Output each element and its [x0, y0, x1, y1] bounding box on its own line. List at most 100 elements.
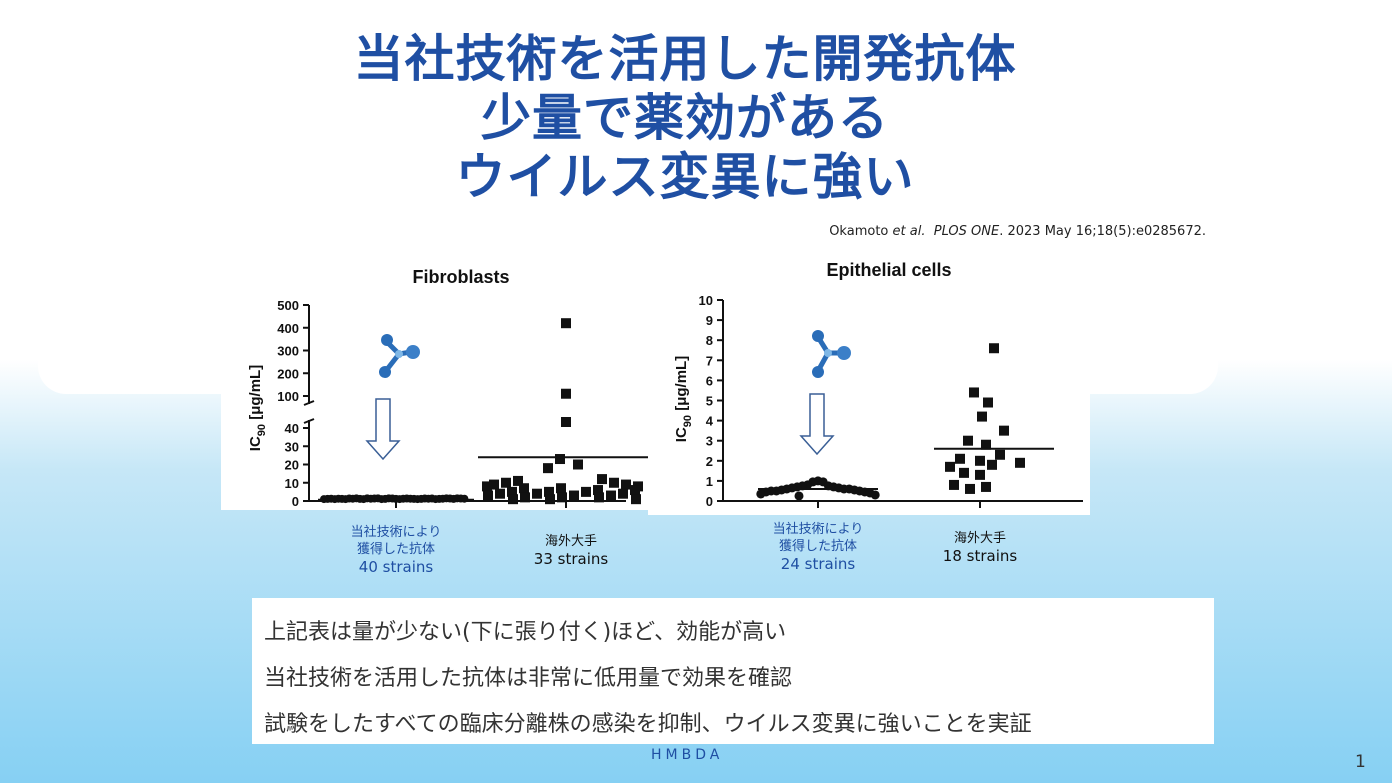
y-axis-label-main: IC	[673, 427, 690, 442]
data-point	[631, 494, 641, 505]
y-axis-label: IC90 [μg/mL]	[673, 356, 694, 442]
data-point	[955, 453, 965, 464]
citation-author: Okamoto	[829, 224, 889, 239]
data-point	[597, 474, 607, 485]
page-number: 1	[1355, 752, 1366, 772]
y-tick-label: 3	[706, 434, 713, 449]
title-line-1: 当社技術を活用した開発抗体	[353, 30, 1017, 88]
data-point	[507, 486, 517, 497]
summary-line-1: 上記表は量が少ない(下に張り付く)ほど、効能が高い	[264, 620, 787, 645]
data-point	[508, 494, 518, 505]
data-point	[969, 387, 979, 398]
data-point	[543, 463, 553, 474]
axis-break-mark	[303, 418, 315, 424]
data-point	[981, 439, 991, 450]
y-tick-label: 10	[285, 476, 299, 491]
data-point	[945, 461, 955, 472]
data-point	[794, 491, 804, 501]
y-tick-label: 0	[706, 494, 713, 509]
y-axis-label-main: IC	[247, 436, 264, 451]
data-point	[989, 343, 999, 354]
footer-brand: HMBDA	[651, 747, 724, 763]
data-point	[561, 318, 571, 329]
right-group-2-label: 海外大手 18 strains	[910, 530, 1050, 566]
right-group-1-label: 当社技術により 獲得した抗体 24 strains	[748, 521, 888, 574]
y-axis-label-sub: 90	[256, 424, 268, 436]
group-label-line-2: 獲得した抗体	[356, 542, 435, 557]
data-point	[959, 467, 969, 478]
y-tick-label: 4	[706, 414, 714, 429]
group-label-line-2: 獲得した抗体	[778, 539, 857, 554]
data-point	[573, 459, 583, 470]
y-axis-label-unit: [μg/mL]	[673, 356, 690, 415]
y-tick-label: 20	[285, 458, 299, 473]
data-point	[965, 483, 975, 494]
data-point	[1015, 457, 1025, 468]
y-axis-label-sub: 90	[682, 415, 694, 427]
group-strains: 24 strains	[780, 555, 856, 573]
antibody-icon	[812, 330, 851, 378]
data-point	[569, 490, 579, 501]
y-tick-label: 0	[292, 494, 299, 509]
group-strains: 40 strains	[358, 558, 434, 576]
data-point	[561, 388, 571, 399]
data-point	[630, 485, 640, 496]
slide-title: 当社技術を活用した開発抗体 少量で薬効がある ウイルス変異に強い	[0, 30, 1370, 207]
citation: Okamoto et al. PLOS ONE. 2023 May 16;18(…	[829, 224, 1206, 239]
data-point	[606, 490, 616, 501]
data-point	[593, 485, 603, 496]
y-tick-label: 40	[285, 421, 299, 436]
y-tick-label: 10	[699, 293, 713, 308]
title-line-2: 少量で薬効がある	[481, 89, 889, 147]
data-point	[975, 469, 985, 480]
group-strains: 18 strains	[942, 547, 1018, 565]
data-point	[999, 425, 1009, 436]
group-label-line-1: 当社技術により	[350, 525, 442, 540]
left-group-2-label: 海外大手 33 strains	[501, 533, 641, 569]
group-label-line-1: 海外大手	[953, 531, 1006, 546]
y-tick-label: 2	[706, 454, 713, 469]
y-tick-label: 100	[277, 389, 299, 404]
left-group-1-label: 当社技術により 獲得した抗体 40 strains	[326, 524, 466, 577]
data-point	[482, 481, 492, 492]
data-point	[501, 477, 511, 488]
data-point	[949, 479, 959, 490]
data-point	[983, 397, 993, 408]
citation-details: . 2023 May 16;18(5):e0285672.	[999, 224, 1206, 239]
group-strains: 33 strains	[533, 550, 609, 568]
data-point	[556, 483, 566, 494]
y-tick-label: 1	[706, 474, 713, 489]
data-point	[561, 417, 571, 427]
data-point	[483, 490, 493, 501]
citation-etal: et al.	[892, 224, 926, 239]
data-point	[975, 455, 985, 466]
citation-journal: PLOS ONE	[933, 224, 1000, 239]
y-tick-label: 9	[706, 313, 713, 328]
data-point	[545, 494, 555, 505]
y-tick-label: 400	[277, 321, 299, 336]
data-point	[977, 411, 987, 422]
y-tick-label: 5	[706, 394, 713, 409]
data-point	[495, 488, 505, 499]
y-axis-label: IC90 [μg/mL]	[247, 365, 268, 451]
chart-title: Fibroblasts	[412, 267, 509, 287]
y-axis-label-unit: [μg/mL]	[247, 365, 264, 424]
data-point	[981, 481, 991, 492]
data-point	[618, 488, 628, 499]
data-point	[609, 477, 619, 488]
data-point	[581, 486, 591, 497]
y-tick-label: 300	[277, 344, 299, 359]
data-point	[532, 488, 542, 499]
data-point	[995, 449, 1005, 460]
axis-break-mark	[303, 400, 315, 406]
data-point	[555, 454, 565, 465]
data-point	[557, 492, 567, 503]
data-point	[594, 492, 604, 503]
summary-box: 上記表は量が少ない(下に張り付く)ほど、効能が高い 当社技術を活用した抗体は非常…	[252, 598, 1214, 744]
group-label-line-1: 当社技術により	[772, 522, 864, 537]
data-point	[520, 492, 530, 503]
antibody-icon	[379, 334, 420, 378]
data-point	[519, 483, 529, 494]
